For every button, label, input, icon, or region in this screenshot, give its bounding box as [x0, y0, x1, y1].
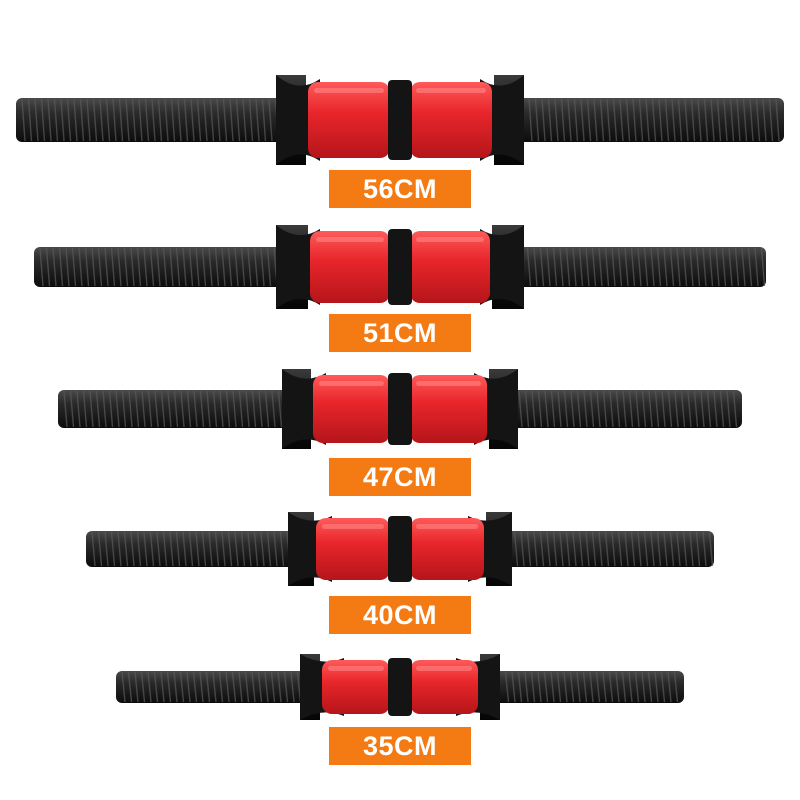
grip-right [410, 375, 487, 443]
grip-right [410, 231, 490, 303]
dumbbell-bar-graphic [16, 75, 784, 165]
length-label-35cm: 35CM [329, 727, 471, 765]
dumbbell-bar-graphic [58, 369, 742, 449]
dumbbell-bar-graphic [34, 225, 766, 309]
grip-left [308, 82, 390, 158]
center-ring [388, 658, 412, 716]
grip-right [410, 660, 478, 714]
length-label-40cm: 40CM [329, 596, 471, 634]
dumbbell-bar-47cm [58, 369, 742, 449]
dumbbell-bar-51cm [34, 225, 766, 309]
center-ring [388, 80, 412, 160]
grip-left [322, 660, 390, 714]
length-label-51cm: 51CM [329, 314, 471, 352]
length-label-56cm: 56CM [329, 170, 471, 208]
length-label-47cm: 47CM [329, 458, 471, 496]
dumbbell-bar-graphic [86, 512, 714, 586]
grip-left [313, 375, 390, 443]
dumbbell-bar-56cm [16, 75, 784, 165]
center-ring [388, 229, 412, 305]
center-ring [388, 373, 412, 445]
dumbbell-bar-35cm [116, 654, 684, 720]
grip-left [316, 518, 390, 580]
center-ring [388, 516, 412, 582]
grip-left [310, 231, 390, 303]
dumbbell-bar-40cm [86, 512, 714, 586]
dumbbell-bar-graphic [116, 654, 684, 720]
grip-right [410, 82, 492, 158]
grip-right [410, 518, 484, 580]
